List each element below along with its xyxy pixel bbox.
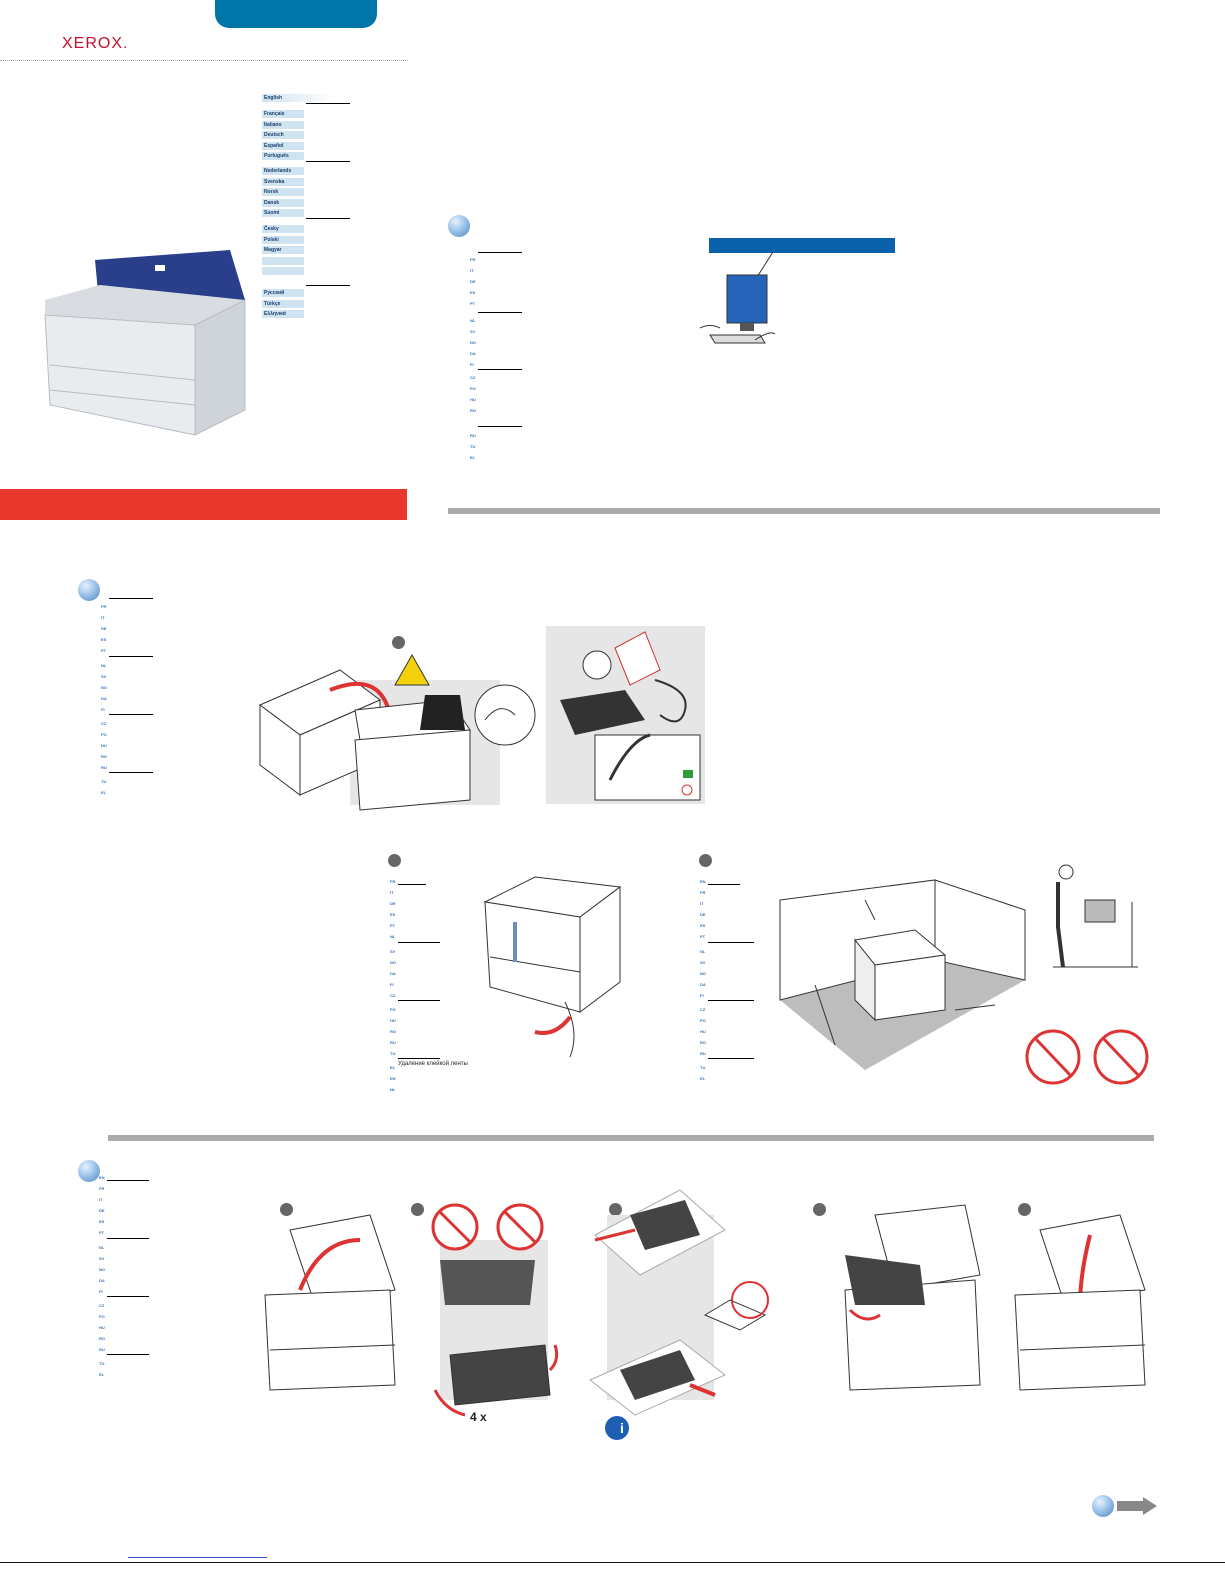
language-item: Dansk: [264, 200, 280, 206]
language-item: Deutsch: [264, 132, 284, 138]
step-number-icon: [1018, 1203, 1031, 1216]
language-item: Français: [264, 111, 285, 117]
insert-toner-illustration: [844, 1204, 981, 1391]
language-item: Türkçe: [264, 301, 281, 307]
xerox-logo: XEROX.: [62, 35, 129, 52]
remove-tape-label-ru: Удаление клейкой ленты: [398, 1061, 468, 1067]
language-item: Ελληνικά: [264, 311, 286, 317]
step-number-icon: [609, 1203, 622, 1216]
clearance-illustration: [779, 879, 1026, 1070]
close-top-cover-illustration: [1014, 1214, 1146, 1391]
language-item: Norsk: [264, 189, 279, 195]
computer-user-illustration: [699, 251, 776, 344]
box-contents-illustration: [560, 631, 701, 801]
language-item: Suomi: [264, 210, 280, 216]
language-item: Español: [264, 143, 284, 149]
step-number-icon: [699, 854, 712, 867]
unbox-printer-illustration: [259, 653, 536, 811]
printer-hero-illustration: [44, 250, 246, 436]
language-item: Magyar: [264, 247, 282, 253]
height-clearance-illustration: [1053, 864, 1138, 968]
section-header-bar: [0, 489, 407, 520]
step-ball-icon: [448, 215, 470, 237]
shake-count-label: 4 x: [470, 1410, 487, 1424]
header-tab: [215, 0, 377, 28]
language-item: English: [264, 95, 283, 101]
language-item: Português: [264, 153, 289, 159]
language-item: Polski: [264, 237, 279, 243]
step-number-icon: [280, 1203, 293, 1216]
step-ball-icon: [78, 1160, 100, 1182]
install-banner: [709, 238, 895, 253]
language-item: Česky: [264, 226, 279, 232]
footer-line: [0, 1562, 1225, 1563]
remove-seal-illustration: [589, 1189, 769, 1440]
section-divider: [108, 1135, 1154, 1141]
info-icon: i: [620, 1420, 624, 1436]
language-item: Svenska: [264, 179, 285, 185]
remove-tape-illustration: [483, 876, 622, 1058]
footer-link-underline: [128, 1557, 267, 1558]
language-item: Русский: [264, 290, 285, 296]
unpack-toner-illustration: [431, 1203, 559, 1417]
no-extension-cord-icon: [1025, 1029, 1149, 1085]
step-number-icon: [813, 1203, 826, 1216]
language-item: Nederlands: [264, 168, 292, 174]
section-divider: [448, 508, 1160, 514]
next-page-arrow-icon[interactable]: [1117, 1497, 1157, 1515]
divider: [0, 60, 408, 61]
step-ball-icon: [78, 579, 100, 601]
step-number-icon: [411, 1203, 424, 1216]
step-ball-icon: [1092, 1495, 1114, 1517]
step-number-icon: [388, 854, 401, 867]
open-top-cover-illustration: [264, 1214, 396, 1391]
language-item: Italiano: [264, 122, 282, 128]
step-number-icon: [392, 636, 405, 649]
